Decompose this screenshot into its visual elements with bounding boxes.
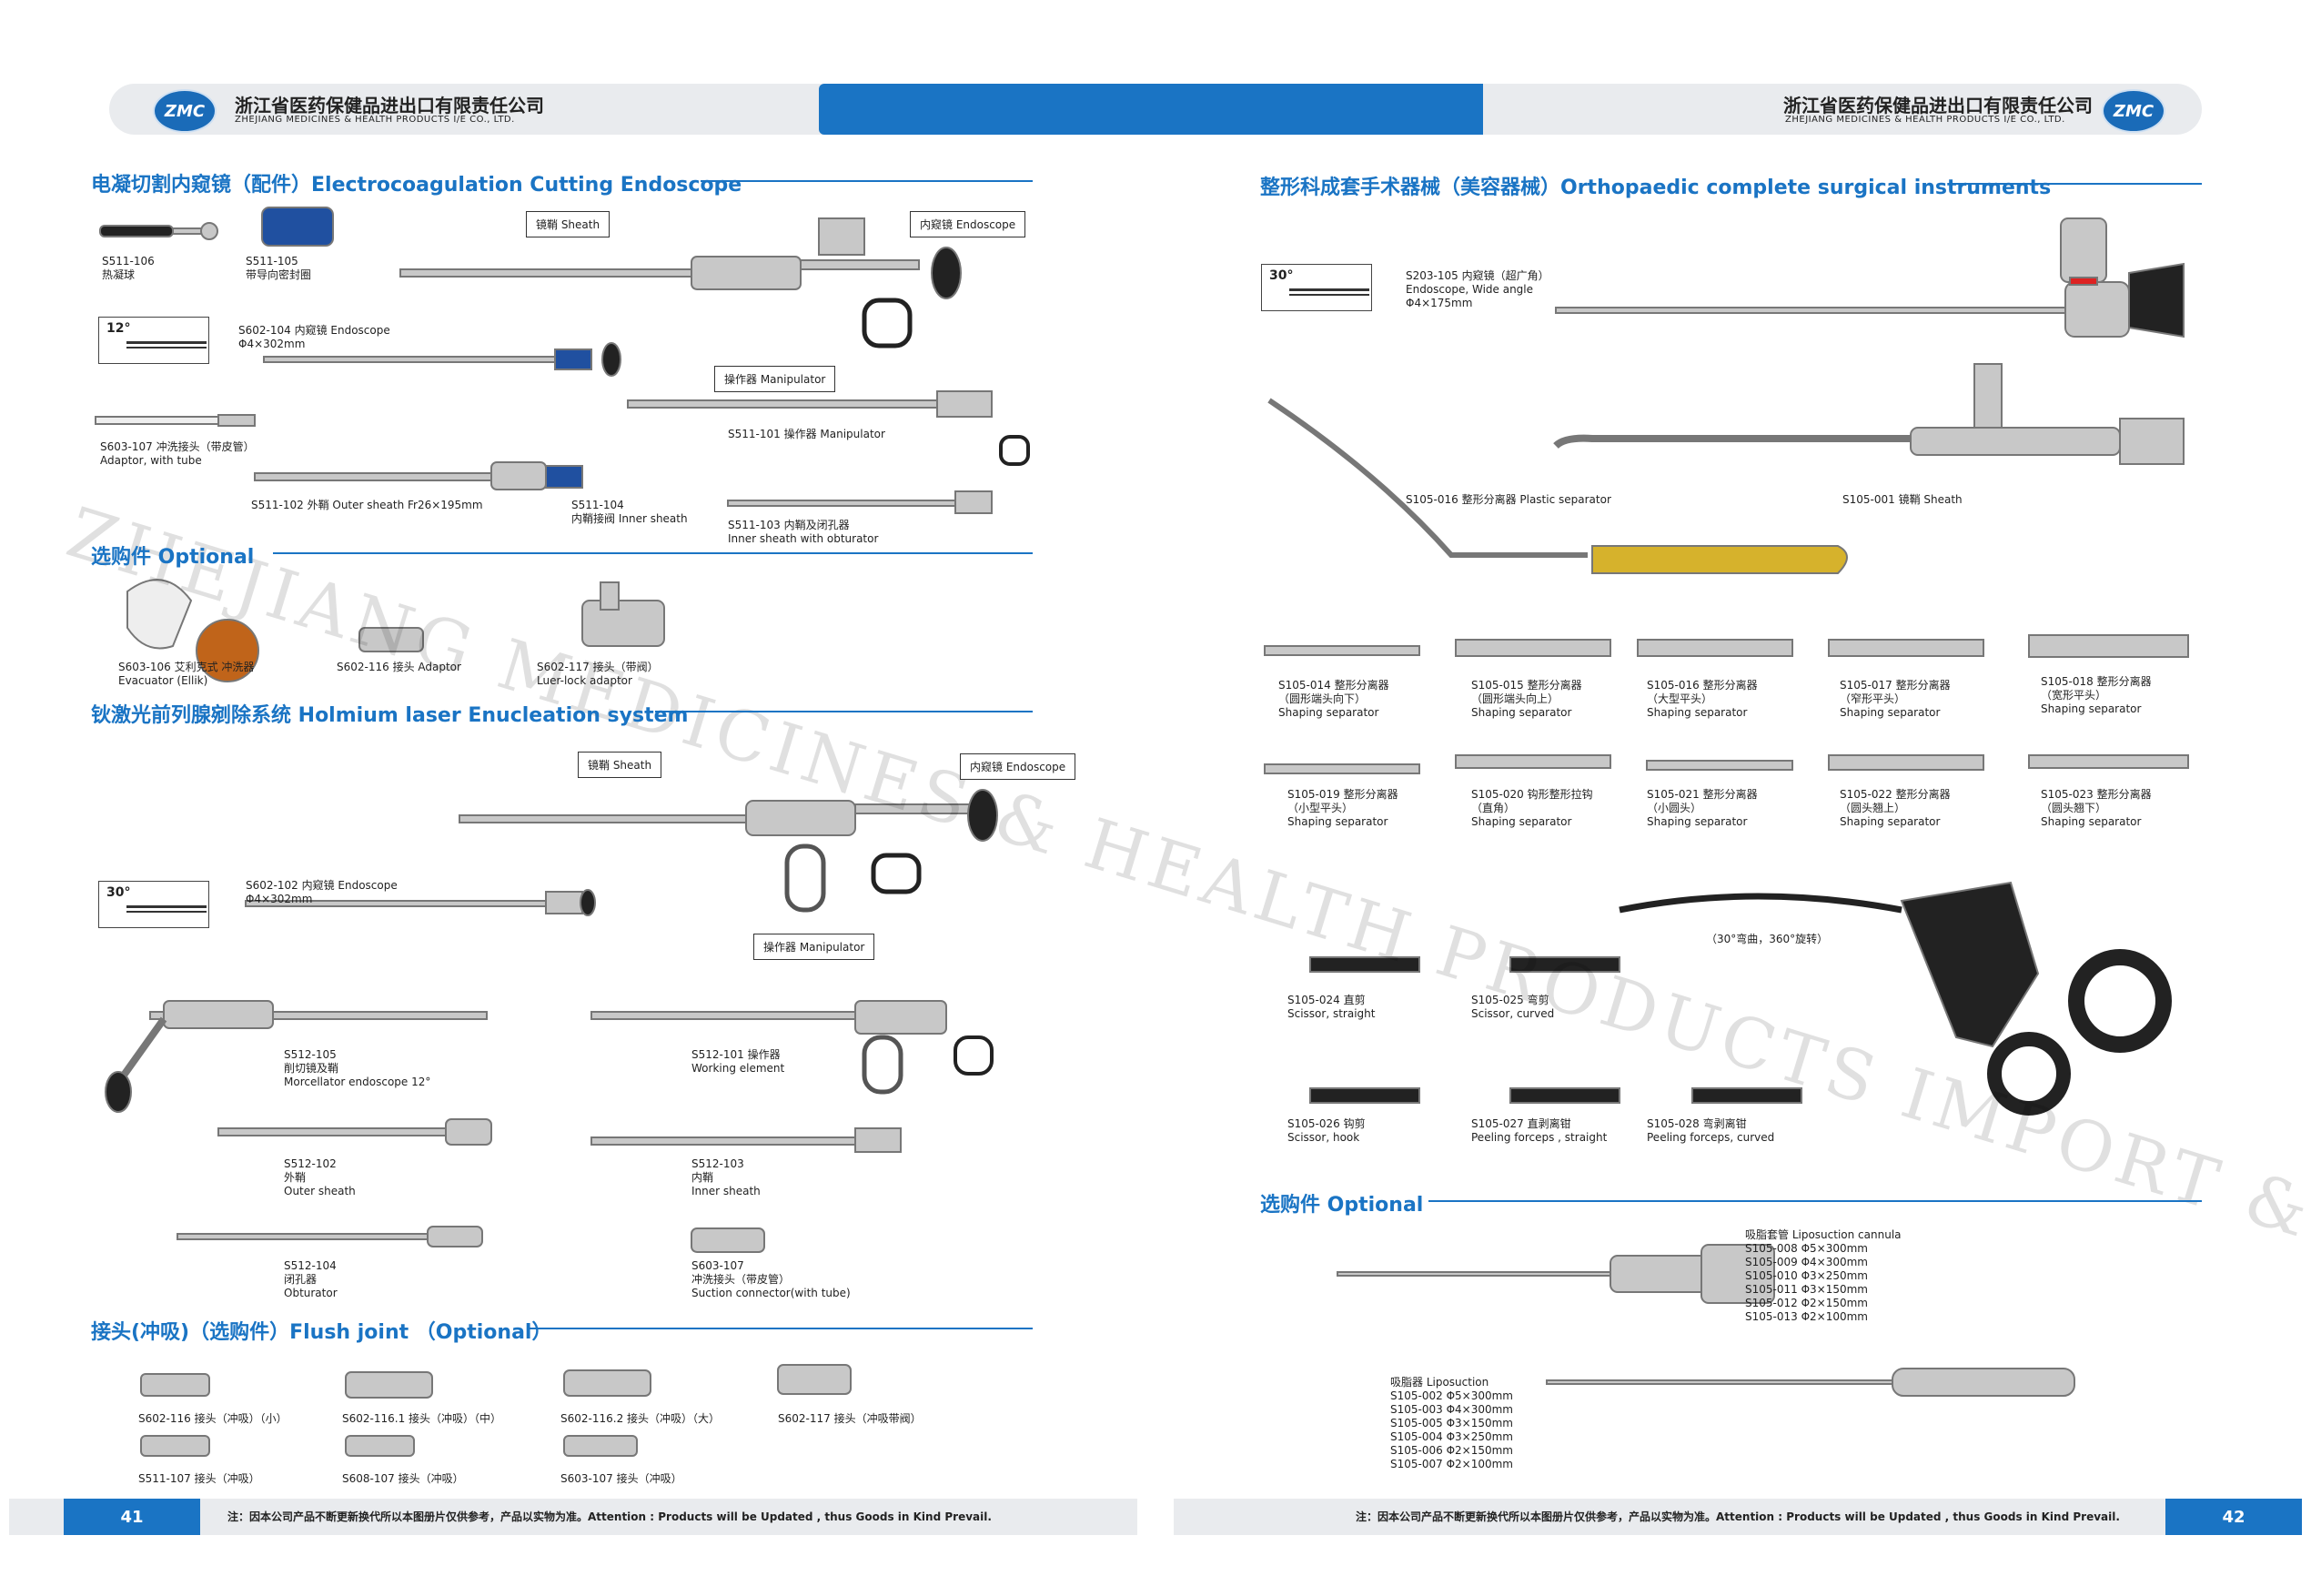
callout-sheath: 镜鞘 Sheath (578, 752, 662, 778)
company-name-cn-left: 浙江省医药保健品进出口有限责任公司 (235, 95, 544, 116)
rotation-note: （30°弯曲，360°旋转） (1706, 933, 1829, 945)
item-label: S511-102 外鞘 Outer sheath Fr26×195mm (251, 499, 483, 511)
section-rule (273, 552, 1033, 554)
item-label: S105-021 整形分离器（小圆头）Shaping separator (1647, 788, 1758, 828)
item-label: S105-015 整形分离器（圆形端头向上）Shaping separator (1471, 679, 1582, 719)
callout-sheath: 镜鞘 Sheath (526, 211, 611, 237)
cannula-list: 吸脂套管 Liposuction cannula S105-008 Φ5×300… (1745, 1228, 1902, 1323)
item-label: S603-107 冲洗接头（带皮管）Adaptor, with tube (100, 440, 255, 467)
item-label: S602-116 接头 Adaptor (337, 661, 461, 673)
item-label: S608-107 接头（冲吸） (342, 1472, 464, 1485)
item-label: S602-116.1 接头（冲吸）（中） (342, 1412, 502, 1425)
angle-diagram: 30° (98, 881, 209, 928)
callout-endoscope: 内窥镜 Endoscope (910, 211, 1026, 237)
footer-note-right: 注：因本公司产品不断更新换代所以本图册片仅供参考，产品以实物为准。Attenti… (1356, 1510, 2120, 1523)
section-rule (655, 711, 1033, 712)
company-name-en-left: ZHEJIANG MEDICINES & HEALTH PRODUCTS I/E… (235, 115, 515, 125)
section-title-optional-right: 选购件 Optional (1260, 1194, 1424, 1217)
item-label: S105-016 整形分离器 Plastic separator (1406, 493, 1611, 506)
section-title-orthopaedic: 整形科成套手术器械（美容器械）Orthopaedic complete surg… (1260, 177, 2052, 199)
header-center-band (819, 84, 1492, 135)
page-number-left: 41 (64, 1499, 200, 1535)
callout-endoscope: 内窥镜 Endoscope (960, 753, 1076, 780)
item-label: S105-001 镜鞘 Sheath (1842, 493, 1963, 506)
page-number-right: 42 (2165, 1499, 2302, 1535)
section-title-holmium: 钬激光前列腺剜除系统 Holmium laser Enucleation sys… (91, 704, 689, 727)
item-label: S105-017 整形分离器（窄形平头）Shaping separator (1840, 679, 1951, 719)
item-label: S602-117 接头（冲吸带阀） (778, 1412, 922, 1425)
item-label: S105-020 钩形整形拉钩（直角）Shaping separator (1471, 788, 1593, 828)
zmc-logo-right: ZMC (2102, 89, 2165, 133)
section-rule (701, 180, 1033, 182)
item-label: S511-101 操作器 Manipulator (728, 428, 885, 440)
header-bar-right (1483, 84, 2202, 135)
callout-manipulator: 操作器 Manipulator (753, 934, 875, 960)
item-label: S602-117 接头（带阀）Luer-lock adaptor (537, 661, 659, 687)
item-label: S602-116.2 接头（冲吸）（大） (560, 1412, 721, 1425)
item-label: S511-107 接头（冲吸） (138, 1472, 260, 1485)
item-label: S105-014 整形分离器（圆形端头向下）Shaping separator (1278, 679, 1389, 719)
footer-bar-right (1174, 1499, 2302, 1535)
item-label: S105-018 整形分离器（宽形平头）Shaping separator (2041, 675, 2152, 715)
angle-diagram: 12° (98, 317, 209, 364)
item-label: S105-023 整形分离器（圆头翘下）Shaping separator (2041, 788, 2152, 828)
header-bar-left (109, 84, 828, 135)
item-label: S105-019 整形分离器（小型平头）Shaping separator (1287, 788, 1398, 828)
section-rule (1956, 183, 2202, 185)
section-title-electrocoagulation: 电凝切割内窥镜（配件）Electrocoagulation Cutting En… (91, 174, 742, 197)
company-name-cn-right: 浙江省医药保健品进出口有限责任公司 (1783, 95, 2093, 116)
angle-diagram: 30° (1261, 264, 1372, 311)
section-rule (1428, 1200, 2202, 1202)
section-title-flush-joint: 接头(冲吸)（选购件）Flush joint （Optional） (91, 1321, 552, 1344)
callout-manipulator: 操作器 Manipulator (714, 366, 836, 392)
item-label: S603-107 接头（冲吸） (560, 1472, 682, 1485)
item-label: S105-016 整形分离器（大型平头）Shaping separator (1647, 679, 1758, 719)
item-label: S105-022 整形分离器（圆头翘上）Shaping separator (1840, 788, 1951, 828)
section-title-optional: 选购件 Optional (91, 546, 255, 569)
zmc-logo-left: ZMC (153, 89, 217, 133)
company-name-en-right: ZHEJIANG MEDICINES & HEALTH PRODUCTS I/E… (1785, 115, 2065, 125)
footer-note-left: 注：因本公司产品不断更新换代所以本图册片仅供参考，产品以实物为准。Attenti… (227, 1510, 992, 1523)
section-rule (528, 1328, 1033, 1329)
item-label: S602-116 接头（冲吸）（小） (138, 1412, 288, 1425)
